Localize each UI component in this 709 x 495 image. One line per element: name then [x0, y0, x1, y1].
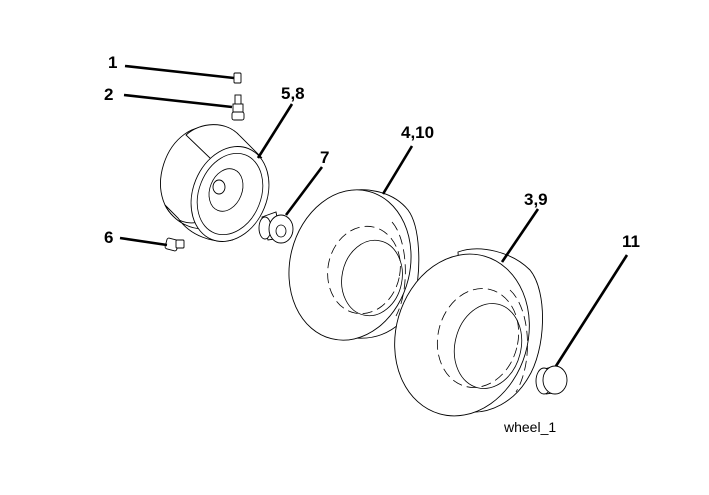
callout-11: 11 [622, 232, 640, 251]
leader-line-2 [123, 93, 233, 109]
leader-line-7 [284, 166, 324, 216]
grease-fitting-part [164, 237, 185, 252]
callout-1: 1 [108, 53, 117, 72]
callout-2: 2 [104, 85, 113, 104]
bushing-part [258, 211, 294, 244]
wheel-rim-part [160, 124, 270, 242]
front-tire-part [288, 189, 420, 341]
leader-line-5-8 [256, 103, 294, 159]
leader-line-4-10 [381, 145, 414, 195]
leader-line-3-9 [500, 208, 540, 263]
diagram-caption: wheel_1 [503, 419, 556, 435]
leader-line-1 [124, 64, 235, 80]
callout-4-10: 4,10 [401, 123, 434, 142]
leader-line-11 [554, 254, 629, 367]
leader-line-6 [119, 236, 168, 247]
callout-5-8: 5,8 [281, 84, 305, 103]
callout-6: 6 [104, 228, 113, 247]
valve-cap-part [233, 72, 242, 84]
hub-cap-part [535, 365, 568, 395]
rear-tire-part [394, 248, 543, 417]
valve-stem-part [231, 94, 245, 121]
callout-3-9: 3,9 [524, 190, 548, 209]
callout-7: 7 [320, 148, 329, 167]
